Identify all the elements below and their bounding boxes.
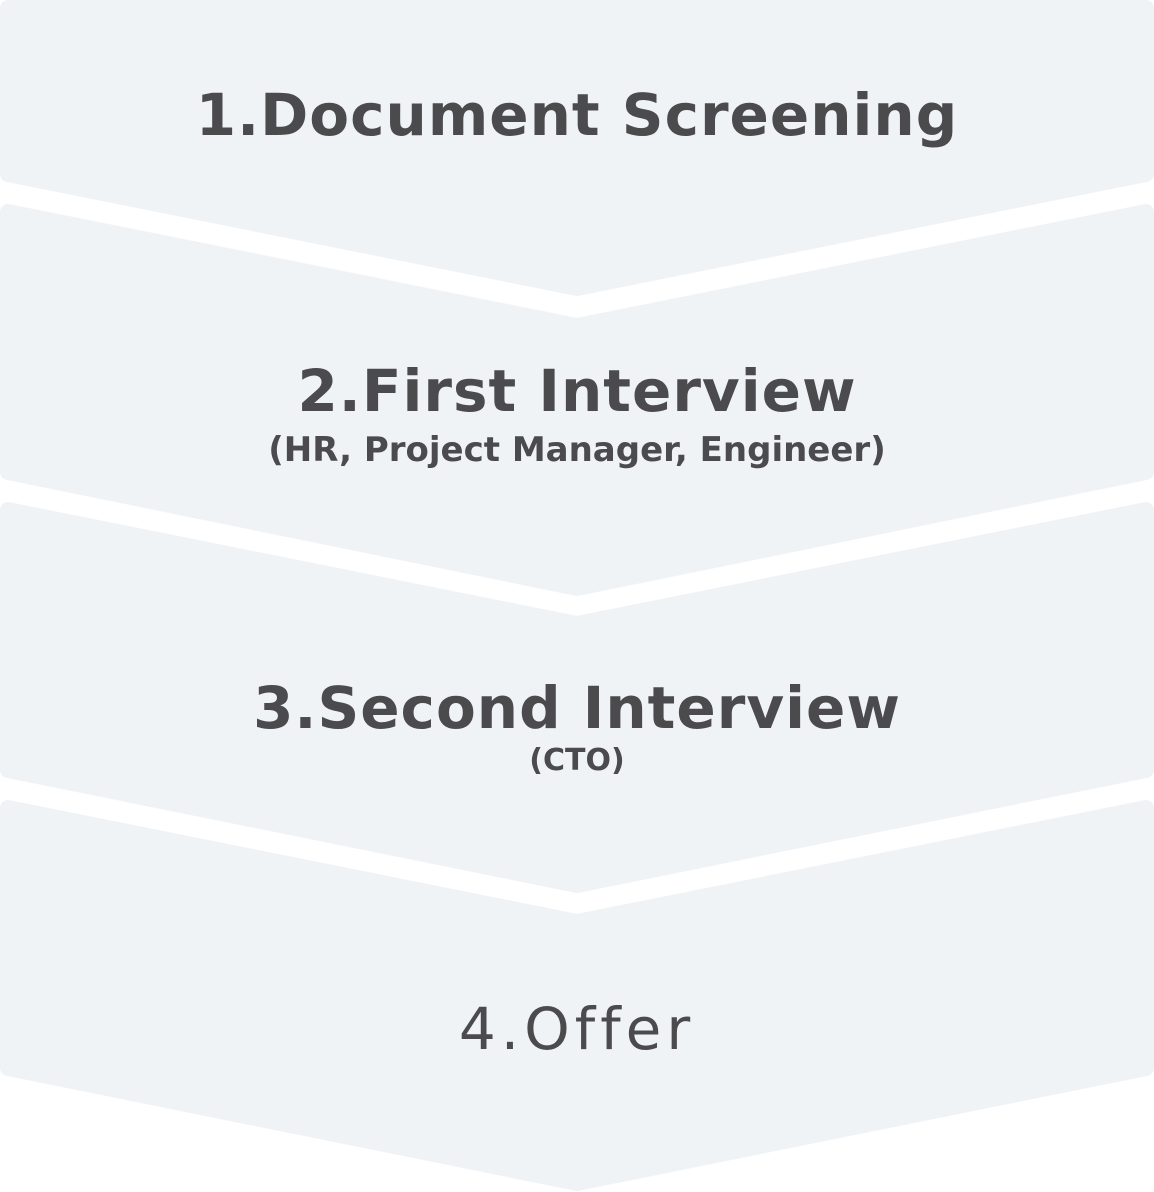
step-3-subtitle: (CTO) bbox=[529, 743, 625, 778]
step-3: 3.Second Interview (CTO) bbox=[0, 673, 1154, 783]
step-1: 1.Document Screening bbox=[0, 80, 1154, 150]
step-4-title: 4.Offer bbox=[458, 995, 696, 1063]
step-2-shape bbox=[0, 204, 1154, 596]
step-1-title: 1.Document Screening bbox=[195, 81, 959, 149]
step-2-title: 2.First Interview bbox=[297, 357, 857, 425]
step-3-shape bbox=[0, 502, 1154, 893]
step-4: 4.Offer bbox=[0, 994, 1154, 1064]
step-3-title: 3.Second Interview bbox=[253, 674, 901, 742]
step-2-subtitle: (HR, Project Manager, Engineer) bbox=[268, 430, 886, 470]
step-2: 2.First Interview (HR, Project Manager, … bbox=[0, 356, 1154, 472]
step-1-shape bbox=[0, 0, 1154, 296]
step-4-shape bbox=[0, 800, 1154, 1191]
